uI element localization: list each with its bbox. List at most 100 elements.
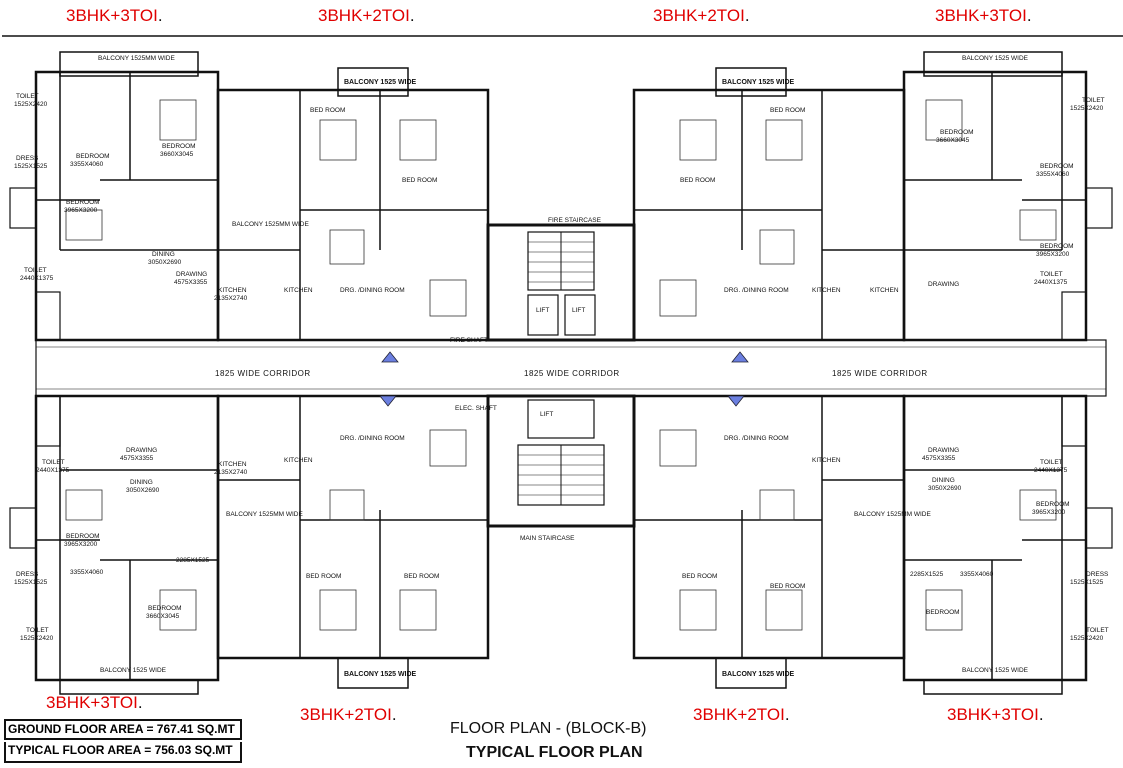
room-label: DRAWING xyxy=(928,447,959,454)
room-label: KITCHEN xyxy=(218,461,247,468)
room-label: BED ROOM xyxy=(770,583,805,590)
room-label: BALCONY 1525 WIDE xyxy=(344,671,417,678)
room-label: BED ROOM xyxy=(680,177,715,184)
room-label: TOILET xyxy=(24,267,47,274)
room-label: 1525X2420 xyxy=(14,101,48,108)
room-label: DRESS xyxy=(1086,571,1109,578)
room-label: 2440X1375 xyxy=(1034,467,1068,474)
room-label: BED ROOM xyxy=(402,177,437,184)
room-label: 4575X3355 xyxy=(922,455,956,462)
room-label: BALCONY 1525MM WIDE xyxy=(232,221,309,228)
unit-label-bottom-4: 3BHK+3TOI. xyxy=(947,705,1044,724)
unit-label-bottom-2: 3BHK+2TOI. xyxy=(300,705,397,724)
room-label: 2135X2740 xyxy=(214,469,248,476)
room-label: 1525X1525 xyxy=(14,579,48,586)
room-label: BED ROOM xyxy=(770,107,805,114)
room-label: BED ROOM xyxy=(306,573,341,580)
room-label: DRG. /DINING ROOM xyxy=(724,435,789,442)
entry-marker-2 xyxy=(731,351,749,363)
room-label: 4575X3355 xyxy=(174,279,208,286)
room-label: BALCONY 1525MM WIDE xyxy=(98,55,175,62)
lift-label-3: LIFT xyxy=(540,411,553,418)
room-label: BED ROOM xyxy=(682,573,717,580)
room-label: BEDROOM xyxy=(1040,163,1074,170)
room-label: DINING xyxy=(152,251,175,258)
room-label: BALCONY 1525 WIDE xyxy=(962,55,1029,62)
room-label: 1525X2420 xyxy=(1070,635,1104,642)
room-label: DINING xyxy=(130,479,153,486)
room-label: TOILET xyxy=(16,93,39,100)
room-label: BEDROOM xyxy=(148,605,182,612)
entry-marker-1 xyxy=(381,351,399,363)
room-label: BEDROOM xyxy=(1040,243,1074,250)
room-label: DRG. /DINING ROOM xyxy=(340,287,405,294)
typical-floor-area: TYPICAL FLOOR AREA = 756.03 SQ.MT xyxy=(4,742,242,763)
room-label: BALCONY 1525MM WIDE xyxy=(854,511,931,518)
room-label: 3050X2690 xyxy=(126,487,160,494)
room-label: 3355X4060 xyxy=(70,161,104,168)
room-label: TOILET xyxy=(1082,97,1105,104)
room-label: KITCHEN xyxy=(218,287,247,294)
entry-marker-3 xyxy=(379,395,397,407)
corridor-band xyxy=(35,339,1107,397)
room-label: 1525X1525 xyxy=(14,163,48,170)
fire-shaft-label: FIRE SHAFT xyxy=(450,337,488,344)
room-label: BEDROOM xyxy=(66,199,100,206)
corridor-label-left: 1825 WIDE CORRIDOR xyxy=(215,369,311,378)
room-label: 3660X3045 xyxy=(146,613,180,620)
elec-shaft-label: ELEC. SHAFT xyxy=(455,405,497,412)
room-label: 3050X2690 xyxy=(928,485,962,492)
unit-inner-left-top xyxy=(216,67,490,342)
room-label: BALCONY 1525 WIDE xyxy=(962,667,1029,674)
room-label: DRESS xyxy=(16,155,39,162)
room-label: BALCONY 1525MM WIDE xyxy=(226,511,303,518)
room-label: 3965X3200 xyxy=(1032,509,1066,516)
unit-label-top-2: 3BHK+2TOI. xyxy=(318,6,415,25)
room-label: 3355X4060 xyxy=(70,569,104,576)
corridor-label-center: 1825 WIDE CORRIDOR xyxy=(524,369,620,378)
room-label: BALCONY 1525 WIDE xyxy=(722,79,795,86)
plan-subtitle: TYPICAL FLOOR PLAN xyxy=(466,744,643,761)
unit-inner-right-top xyxy=(632,67,906,342)
room-label: BEDROOM xyxy=(162,143,196,150)
room-label: BEDROOM xyxy=(1036,501,1070,508)
room-label: 1525X1525 xyxy=(1070,579,1104,586)
room-label: BALCONY 1525 WIDE xyxy=(100,667,167,674)
room-label: TOILET xyxy=(1086,627,1109,634)
room-label: DRAWING xyxy=(126,447,157,454)
room-label: 3965X3200 xyxy=(64,541,98,548)
room-label: 1525X2420 xyxy=(1070,105,1104,112)
corridor-label-right: 1825 WIDE CORRIDOR xyxy=(832,369,928,378)
room-label: KITCHEN xyxy=(284,287,313,294)
room-label: BALCONY 1525 WIDE xyxy=(344,79,417,86)
room-label: 3660X3045 xyxy=(936,137,970,144)
room-label: DRG. /DINING ROOM xyxy=(340,435,405,442)
ground-floor-area: GROUND FLOOR AREA = 767.41 SQ.MT xyxy=(4,719,242,740)
unit-label-bottom-3: 3BHK+2TOI. xyxy=(693,705,790,724)
unit-label-top-1: 3BHK+3TOI. xyxy=(66,6,163,25)
room-label: 4575X3355 xyxy=(120,455,154,462)
fire-staircase-label: FIRE STAIRCASE xyxy=(548,217,602,224)
room-label: BEDROOM xyxy=(76,153,110,160)
room-label: KITCHEN xyxy=(284,457,313,464)
stair-treads xyxy=(518,241,604,496)
room-label: KITCHEN xyxy=(870,287,899,294)
plan-title: FLOOR PLAN - (BLOCK-B) xyxy=(450,720,647,737)
room-label: TOILET xyxy=(42,459,65,466)
room-label: KITCHEN xyxy=(812,457,841,464)
room-label: BEDROOM xyxy=(926,609,960,616)
unit-label-top-3: 3BHK+2TOI. xyxy=(653,6,750,25)
room-label: TOILET xyxy=(1040,271,1063,278)
room-label: 3660X3045 xyxy=(160,151,194,158)
room-label: 2285X1525 xyxy=(176,557,210,564)
lift-label-2: LIFT xyxy=(572,307,585,314)
main-staircase-label: MAIN STAIRCASE xyxy=(520,535,575,542)
room-label: 2440X1375 xyxy=(20,275,54,282)
unit-label-top-4: 3BHK+3TOI. xyxy=(935,6,1032,25)
room-label: 2135X2740 xyxy=(214,295,248,302)
unit-right-bottom xyxy=(902,394,1113,695)
room-label: 2285X1525 xyxy=(910,571,944,578)
room-label: TOILET xyxy=(1040,459,1063,466)
room-label: DRAWING xyxy=(928,281,959,288)
